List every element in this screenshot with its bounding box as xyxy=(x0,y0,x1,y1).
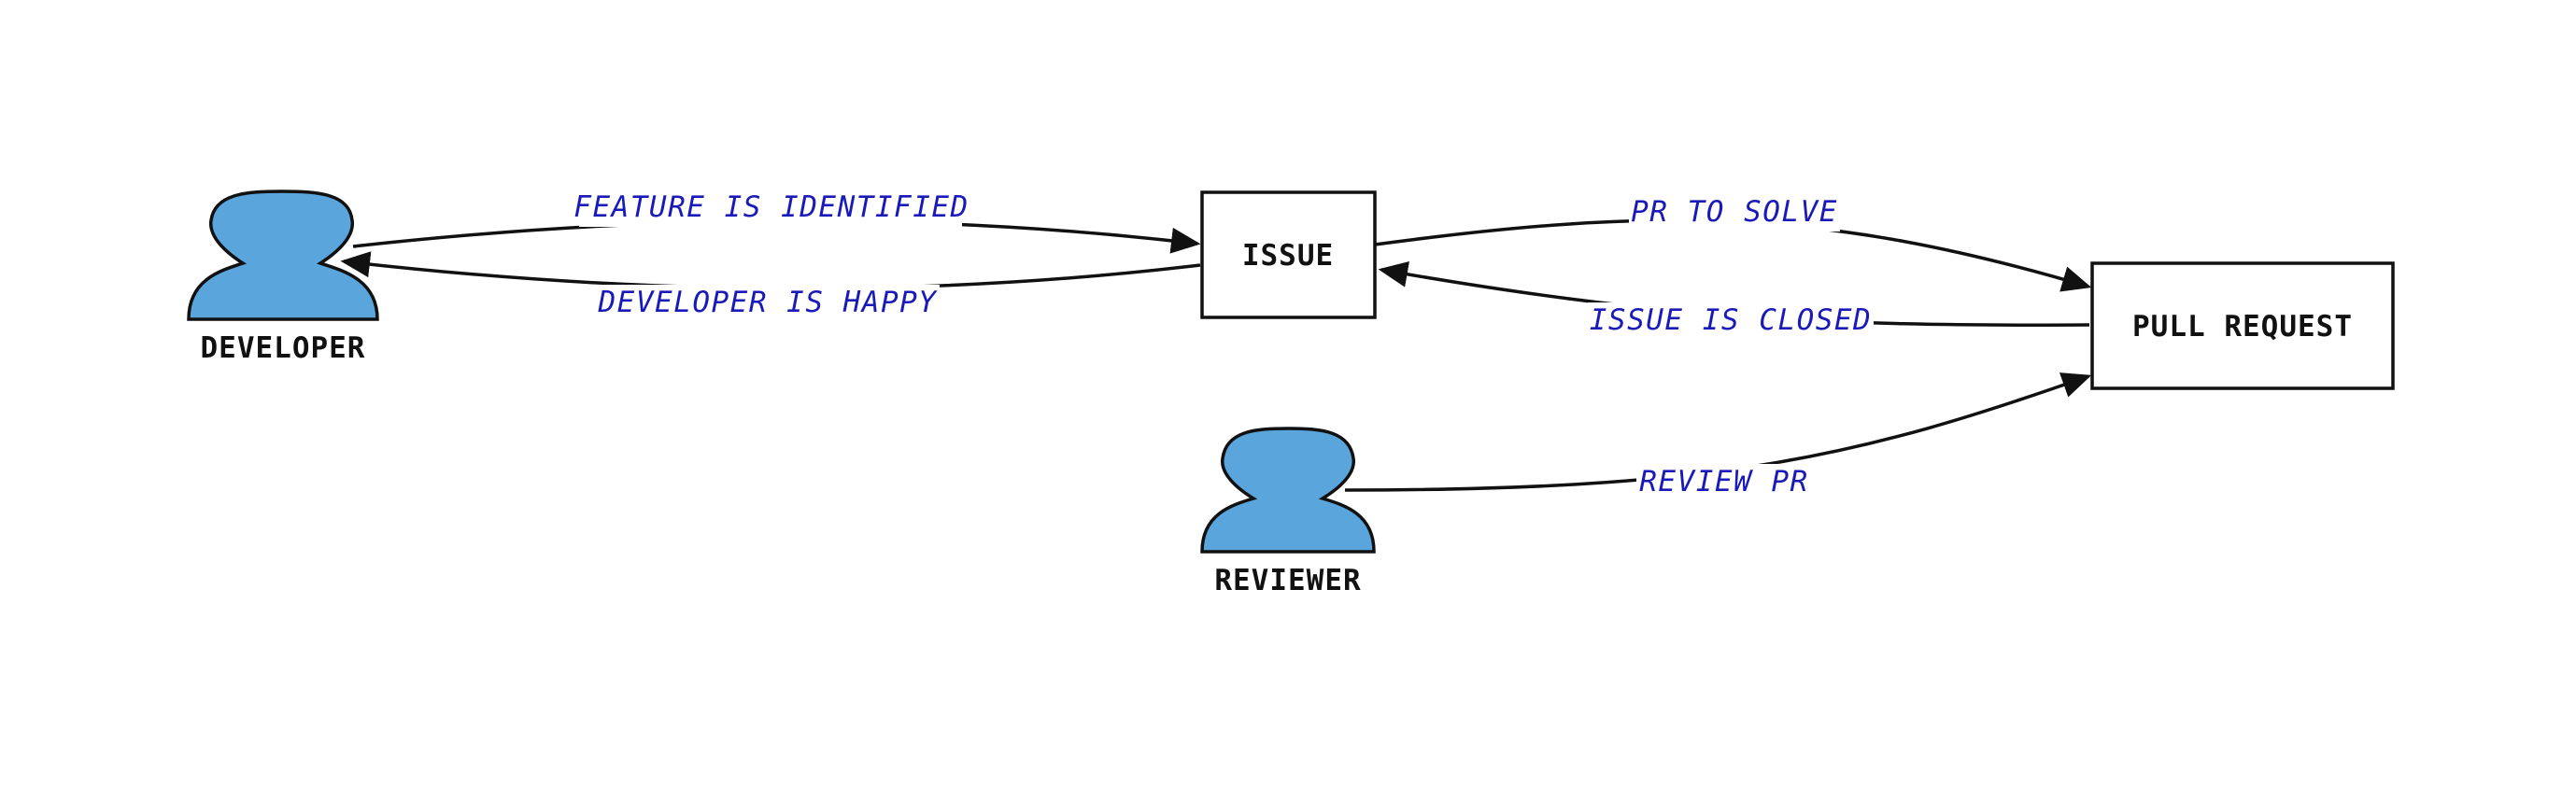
edge-labels: FEATURE IS IDENTIFIED DEVELOPER IS HAPPY… xyxy=(573,189,1874,501)
reviewer-icon xyxy=(1200,427,1376,554)
edge-label-bg xyxy=(1636,464,1812,501)
edge-label-review-pr: REVIEW PR xyxy=(1639,465,1808,498)
pull-request-box xyxy=(2090,261,2395,390)
edge-label-feature-is-identified: FEATURE IS IDENTIFIED xyxy=(573,190,969,224)
developer-label: DEVELOPER xyxy=(201,331,366,365)
edge-reviewer-to-pull-request[interactable] xyxy=(1344,372,2092,492)
reviewer-label: REVIEWER xyxy=(1214,564,1361,597)
pull-request-node[interactable]: PULL REQUEST xyxy=(2090,261,2395,390)
issue-box xyxy=(1200,190,1377,319)
edge-label-bg xyxy=(1588,302,1874,340)
edge-label-pr-to-solve: PR TO SOLVE xyxy=(1631,195,1838,229)
reviewer-actor[interactable]: REVIEWER xyxy=(1200,427,1376,597)
edge-label-bg xyxy=(579,189,962,227)
pull-request-label: PULL REQUEST xyxy=(2132,310,2353,344)
edge-label-bg xyxy=(1629,194,1840,232)
issue-label: ISSUE xyxy=(1242,239,1334,273)
developer-actor[interactable]: DEVELOPER xyxy=(187,189,379,365)
edge-label-bg xyxy=(598,285,940,322)
edge-label-issue-is-closed: ISSUE IS CLOSED xyxy=(1590,303,1872,337)
edge-issue-to-developer[interactable] xyxy=(340,251,1201,290)
edge-label-developer-is-happy: DEVELOPER IS HAPPY xyxy=(598,286,939,319)
issue-node[interactable]: ISSUE xyxy=(1200,190,1377,319)
developer-icon xyxy=(187,189,379,321)
